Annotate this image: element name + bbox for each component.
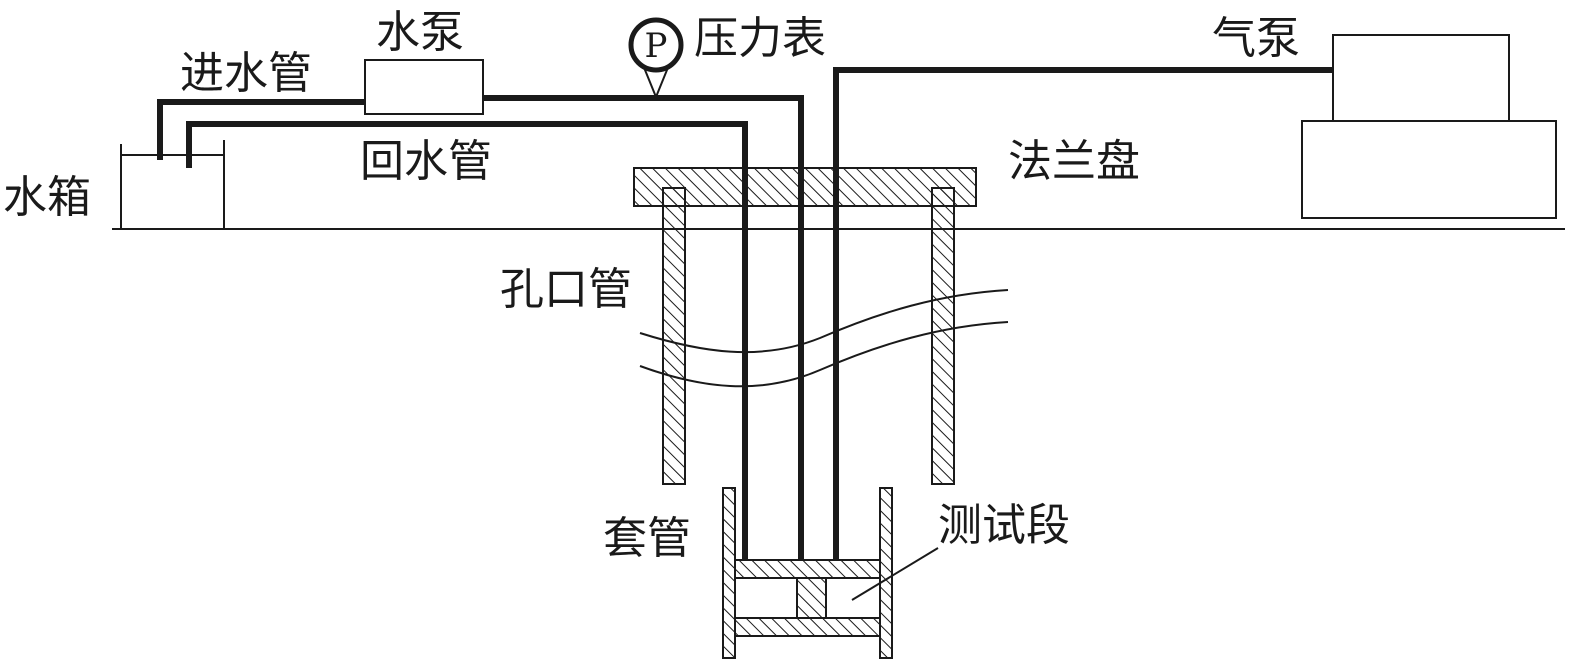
label-water-pump: 水泵 — [376, 7, 464, 58]
label-inlet-pipe: 进水管 — [180, 48, 312, 99]
test-section-bottom-plug — [734, 617, 881, 637]
break-line-lower — [639, 321, 1009, 388]
label-flange: 法兰盘 — [1008, 136, 1140, 187]
test-section-top-plug — [734, 559, 881, 579]
inlet-pipe — [157, 99, 365, 160]
pressure-pipe — [483, 95, 804, 560]
flange — [633, 167, 977, 207]
water-tank — [120, 140, 225, 229]
label-pressure-gauge: 压力表 — [694, 13, 826, 64]
pressure-gauge: P — [628, 17, 684, 100]
air-pump-base — [1301, 120, 1557, 219]
hole-pipe-left-wall — [662, 187, 686, 485]
casing-right-wall — [879, 487, 893, 659]
label-casing: 套管 — [603, 513, 691, 564]
break-line-upper — [639, 289, 1009, 354]
test-section-leader — [851, 547, 939, 601]
label-air-pump: 气泵 — [1212, 13, 1300, 64]
air-pump-top — [1332, 34, 1510, 122]
water-pump — [364, 59, 484, 115]
test-section-center-block — [796, 577, 827, 619]
hole-pipe-right-wall — [931, 187, 955, 485]
label-water-tank: 水箱 — [3, 172, 91, 223]
gauge-dial — [628, 17, 684, 73]
gauge-stem — [642, 64, 670, 100]
return-pipe — [186, 121, 748, 560]
casing-left-wall — [722, 487, 736, 659]
label-return-pipe: 回水管 — [360, 136, 492, 187]
label-hole-pipe: 孔口管 — [500, 264, 632, 315]
air-pump-pipe — [833, 67, 1338, 560]
label-test-section: 测试段 — [938, 500, 1070, 551]
gauge-letter: P — [645, 26, 668, 66]
